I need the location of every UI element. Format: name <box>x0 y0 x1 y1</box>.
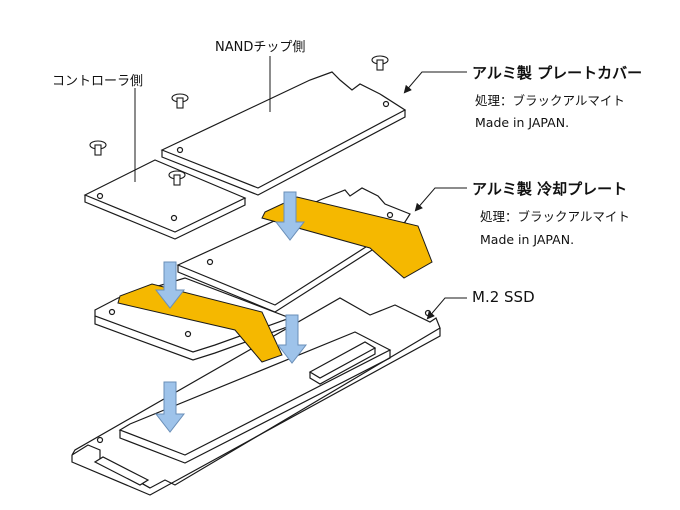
m2-ssd-board <box>71 297 441 496</box>
screw-icon <box>89 140 107 156</box>
cooling-plate-title: アルミ製 冷却プレート <box>472 180 628 198</box>
cooling-plate-origin: Made in JAPAN. <box>480 232 575 247</box>
nand-side-label: NANDチップ側 <box>215 40 306 55</box>
down-arrow-icon <box>274 191 306 241</box>
down-arrow-icon <box>276 314 308 364</box>
down-arrow-icon <box>154 381 186 433</box>
plate-cover-origin: Made in JAPAN. <box>475 115 570 130</box>
cooling-plate-treatment: 処理：ブラックアルマイト <box>480 209 630 224</box>
assembly-arrows <box>154 191 308 433</box>
screw-icon <box>168 170 186 186</box>
screw-icon <box>171 93 189 109</box>
down-arrow-icon <box>154 261 186 309</box>
controller-side-label: コントローラ側 <box>52 74 144 89</box>
plate-cover-treatment: 処理：ブラックアルマイト <box>475 93 625 108</box>
nand-side-cover <box>160 71 407 196</box>
controller-side-cover <box>83 159 247 240</box>
plate-cover-title: アルミ製 プレートカバー <box>472 64 643 82</box>
leader-lines <box>134 56 467 320</box>
ssd-label: M.2 SSD <box>472 288 535 306</box>
screws <box>89 55 389 186</box>
screw-icon <box>371 55 389 71</box>
